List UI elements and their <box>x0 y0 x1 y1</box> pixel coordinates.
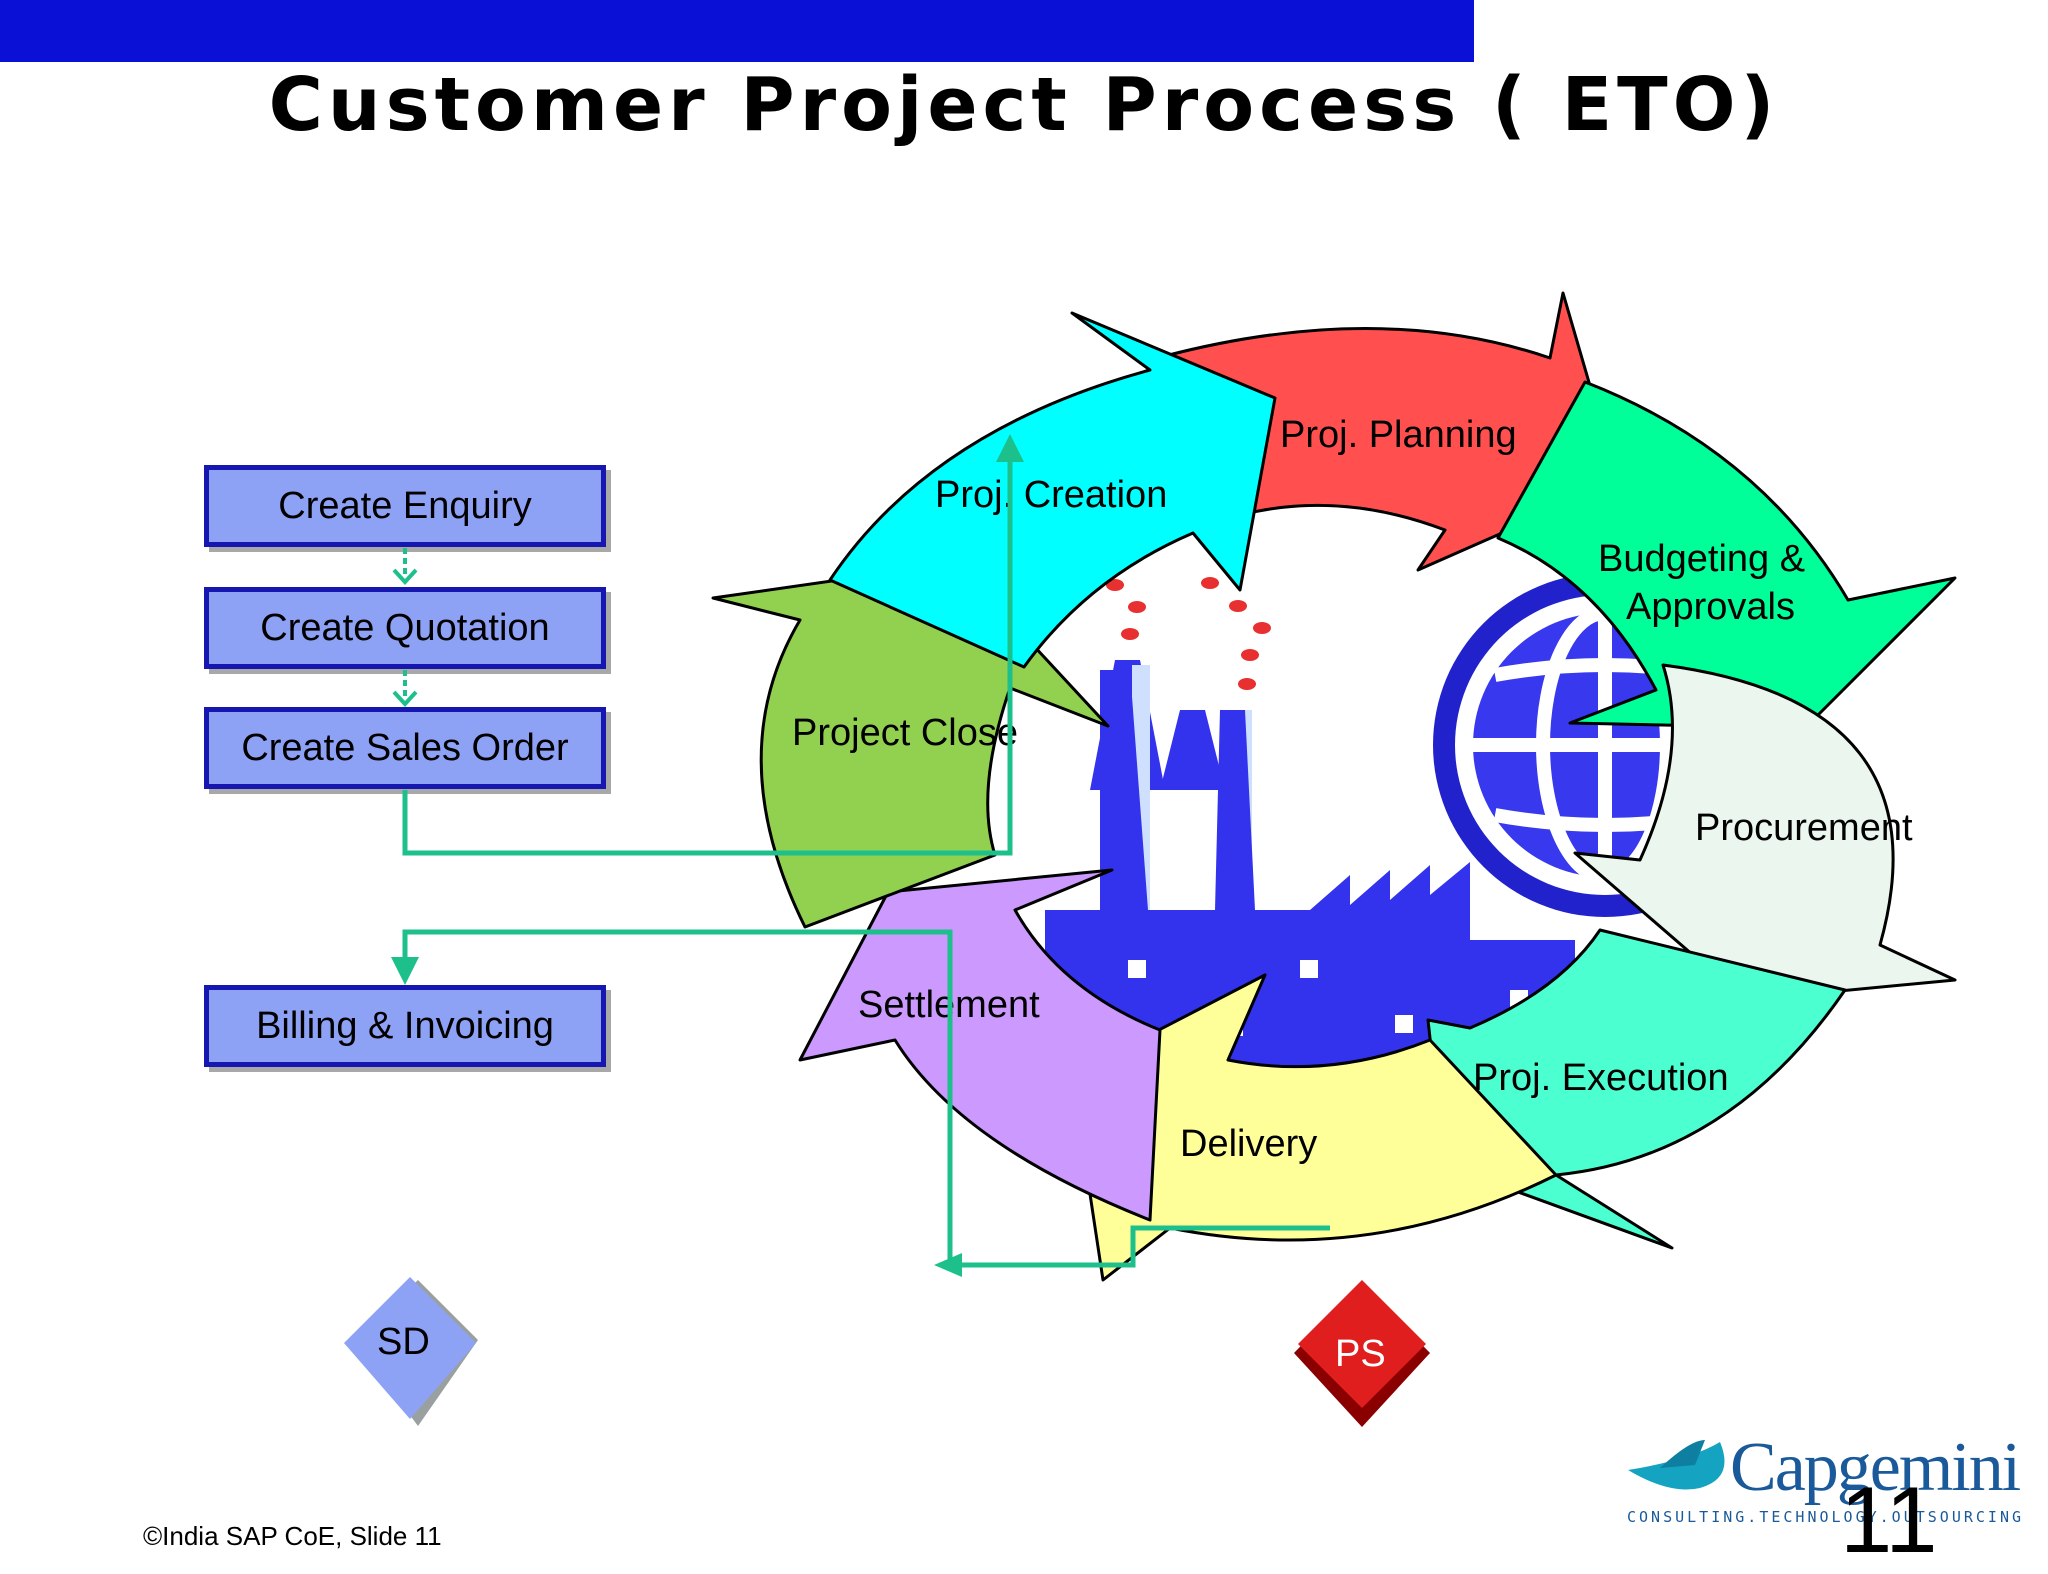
capgemini-tagline: CONSULTING.TECHNOLOGY.OUTSOURCING <box>1627 1508 2025 1526</box>
segment-budgeting-approvals <box>1496 380 1957 730</box>
label-budgeting-line1: Budgeting & <box>1598 538 1805 580</box>
create-quotation-box: Create Quotation <box>204 587 606 669</box>
segment-proj-creation <box>828 311 1277 669</box>
footer-copyright: ©India SAP CoE, Slide 11 <box>143 1521 442 1551</box>
capgemini-spade-logo <box>1628 1440 1725 1490</box>
sd-flow-arrows <box>392 548 418 707</box>
label-proj-planning: Proj. Planning <box>1280 414 1517 456</box>
connector-settlement-to-billing <box>402 929 953 1265</box>
sd-badge-label: SD <box>377 1321 430 1363</box>
create-sales-order-box: Create Sales Order <box>204 707 606 789</box>
create-enquiry-box: Create Enquiry <box>204 465 606 547</box>
segment-procurement <box>1573 663 1957 1002</box>
connector-sales-order-to-creation <box>402 448 1013 856</box>
process-cycle-diagram: Proj. Planning Budgeting & Approvals Pro… <box>344 291 1957 1490</box>
ps-badge-label: PS <box>1335 1333 1386 1375</box>
segment-settlement <box>798 868 1162 1222</box>
sd-badge-icon: SD <box>344 1277 478 1426</box>
ps-badge-icon: PS <box>1294 1280 1430 1427</box>
label-project-close: Project Close <box>792 712 1018 754</box>
slide-number: 11 <box>1840 1467 1938 1572</box>
segment-proj-planning <box>1163 291 1620 572</box>
label-proj-creation: Proj. Creation <box>935 474 1167 516</box>
slide-title: Customer Project Process ( ETO) <box>268 62 1780 148</box>
label-budgeting-line2: Approvals <box>1626 586 1795 628</box>
header-bar <box>0 0 1474 62</box>
connector-delivery-to-settlement <box>950 1225 1330 1268</box>
capgemini-logo-text: Capgemini <box>1730 1429 2021 1506</box>
factory-icon <box>1045 577 1575 1075</box>
label-proj-execution: Proj. Execution <box>1473 1057 1729 1099</box>
label-delivery: Delivery <box>1180 1123 1317 1165</box>
label-procurement: Procurement <box>1695 807 1913 849</box>
billing-invoicing-box: Billing & Invoicing <box>204 985 606 1067</box>
